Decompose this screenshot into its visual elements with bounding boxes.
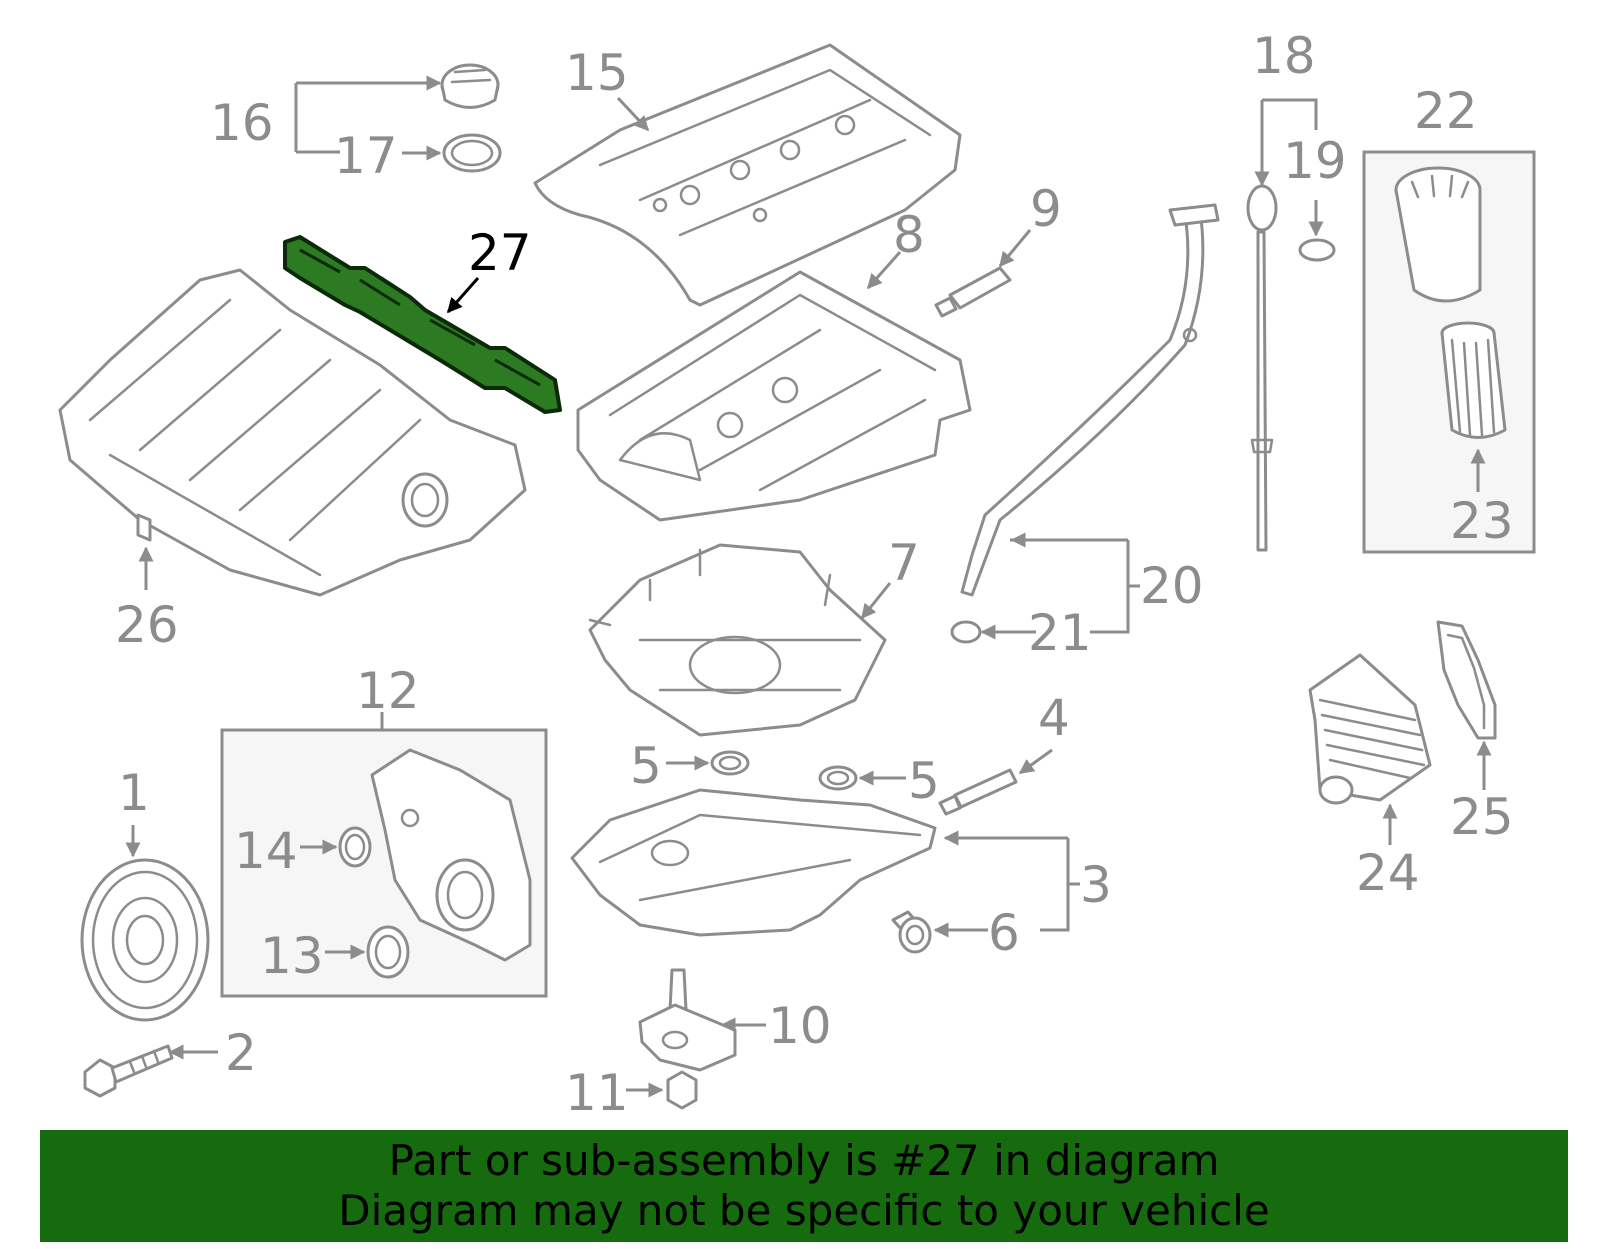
filler-cap-seal-part[interactable] [442,133,502,173]
label-9[interactable]: 9 [1030,180,1062,238]
oil-cooler-part[interactable] [1308,653,1432,805]
dipstick-tube-seal-part[interactable] [950,620,982,644]
sensor-nut-part[interactable] [666,1070,698,1110]
label-8[interactable]: 8 [893,206,925,264]
label-3[interactable]: 3 [1080,856,1112,914]
dipstick-tube-part[interactable] [960,203,1220,597]
bedplate-part[interactable] [588,543,887,737]
crankshaft-pulley-part[interactable] [80,858,210,1022]
label-19[interactable]: 19 [1283,132,1347,190]
label-5b[interactable]: 5 [908,752,940,810]
label-1[interactable]: 1 [118,764,150,822]
dipstick-part[interactable] [1246,184,1278,552]
cylinder-head-part[interactable] [576,270,972,522]
timing-cover-part[interactable] [370,748,532,962]
label-7[interactable]: 7 [888,534,920,592]
footer-banner: Part or sub-assembly is #27 in diagram D… [40,1130,1568,1242]
footer-line-2: Diagram may not be specific to your vehi… [338,1186,1270,1235]
crankshaft-seal-part[interactable] [366,925,410,979]
label-21[interactable]: 21 [1028,604,1092,662]
label-22[interactable]: 22 [1414,82,1478,140]
leader-lines [125,75,1492,1098]
dipstick-seal-part[interactable] [1298,238,1336,262]
oil-level-sensor-part[interactable] [638,968,737,1072]
label-24[interactable]: 24 [1356,844,1420,902]
label-17[interactable]: 17 [334,127,398,185]
label-15[interactable]: 15 [565,44,629,102]
oil-filter-element-part[interactable] [1440,321,1507,439]
label-11[interactable]: 11 [565,1064,629,1122]
label-4[interactable]: 4 [1038,689,1070,747]
label-27[interactable]: 27 [468,224,532,282]
label-18[interactable]: 18 [1252,27,1316,85]
washer-5a-part[interactable] [710,750,750,776]
label-6[interactable]: 6 [988,904,1020,962]
oil-filler-cap-part[interactable] [440,63,500,109]
oil-pan-part[interactable] [570,788,937,937]
valve-cover-part[interactable] [533,43,962,307]
pulley-bolt-part[interactable] [83,1044,174,1098]
label-20[interactable]: 20 [1140,557,1204,615]
label-14[interactable]: 14 [234,822,298,880]
drain-plug-part[interactable] [891,910,932,954]
footer-line-1: Part or sub-assembly is #27 in diagram [388,1136,1220,1185]
label-13[interactable]: 13 [260,927,324,985]
label-25[interactable]: 25 [1450,788,1514,846]
label-2[interactable]: 2 [225,1024,257,1082]
intake-manifold-gasket-part[interactable] [283,235,562,414]
seal-tube-9-part[interactable] [934,266,1012,318]
oil-filter-housing-part[interactable] [1394,166,1482,303]
label-16[interactable]: 16 [210,94,274,152]
label-26[interactable]: 26 [115,596,179,654]
label-23[interactable]: 23 [1450,492,1514,550]
seal-tube-4-part[interactable] [938,768,1018,816]
label-10[interactable]: 10 [768,997,832,1055]
oil-cooler-gasket-part[interactable] [1436,620,1497,740]
parts-diagram: 16 17 15 27 8 9 26 7 18 19 20 21 22 23 2… [58,27,1536,1122]
part-labels: 16 17 15 27 8 9 26 7 18 19 20 21 22 23 2… [115,27,1514,1122]
label-12[interactable]: 12 [356,662,420,720]
cover-seal-14-part[interactable] [338,826,372,868]
intake-manifold-part[interactable] [58,268,527,597]
label-5a[interactable]: 5 [630,737,662,795]
washer-5b-part[interactable] [818,765,858,791]
